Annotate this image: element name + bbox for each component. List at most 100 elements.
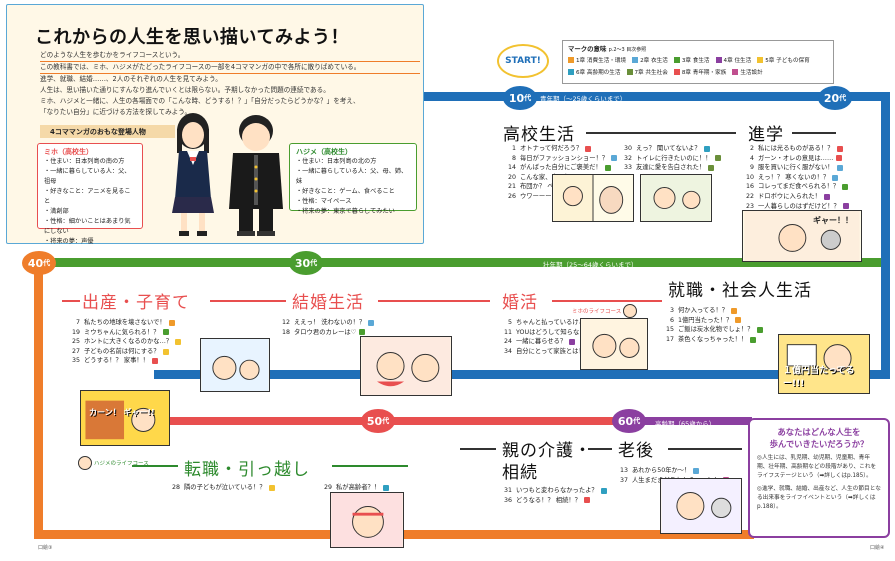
legend-item: 1章 消費生活・環境: [568, 56, 626, 64]
event-title: コレってまだ食べられる！？: [758, 183, 840, 191]
character-miho-detail: ・満創部: [44, 208, 69, 215]
event-number: 30: [623, 145, 632, 152]
legend-item: 6章 高齢期の生活: [568, 68, 621, 76]
event-number: 1: [511, 145, 516, 152]
timeline-band-adult-top: [34, 258, 890, 267]
timeline-band-orange-left: [34, 258, 43, 538]
legend-swatch: [673, 69, 680, 75]
legend-label: 8章 青年期・家族: [681, 70, 727, 76]
chapter-tag-icon: [611, 155, 618, 162]
event-title: ドロボウに入られた！: [758, 192, 821, 200]
intro-panel: これからの人生を思い描いてみよう！ どのような人生を歩むかをライフコースという。…: [6, 4, 424, 245]
footer-right: 口絵④: [870, 545, 885, 551]
legend-swatch: [757, 57, 764, 63]
arrow-highschool-advance: [586, 132, 736, 134]
comic-shout-child: カーン！ ギャー!!: [89, 408, 155, 417]
chapter-tag-icon: [756, 326, 763, 333]
event-number: 3: [669, 307, 674, 314]
event-title: 1億円当たった！？: [678, 316, 733, 324]
event-number: 12: [281, 319, 290, 326]
footer-left: 口絵③: [38, 545, 53, 551]
event-title: ホントに大きくなるのかな…？: [84, 338, 173, 346]
hajime-course-tag: ハジメのライフコース: [78, 456, 149, 470]
chapter-tag-icon: [600, 487, 607, 494]
chapter-tag-icon: [162, 329, 169, 336]
event-number: 32: [623, 154, 632, 162]
comic-panel-highschool: [552, 174, 634, 222]
event-number: 27: [71, 347, 80, 355]
event-number: 11: [503, 328, 512, 336]
legend-label: 4章 住生活: [723, 58, 752, 64]
event-number: 16: [745, 183, 754, 191]
character-miho-detail: ・将来の夢：声優: [44, 238, 94, 245]
character-hajime-detail: ・一緒に暮らしている人：父、母、姉、妹: [296, 168, 408, 185]
legend-label: 3章 食生活: [681, 58, 710, 64]
question-title-2: 歩んでいきたいだろうか？: [769, 439, 869, 449]
legend-swatch: [732, 69, 739, 75]
comic-panel-marriage-start: [580, 318, 648, 370]
character-hajime-detail: ・将来の夢：東京で暮らしてみたい: [296, 208, 395, 215]
event-number: 21: [507, 183, 516, 191]
chapter-tag-icon: [714, 155, 721, 162]
arrow-to-care: [460, 448, 496, 450]
chapter-tag-icon: [693, 467, 700, 474]
character-miho-detail: ・住まい：日本列島の南の方: [44, 158, 125, 165]
legend-swatch: [568, 57, 574, 63]
legend-item: 4章 住生活: [715, 56, 752, 64]
event-number: 34: [503, 347, 512, 355]
chapter-tag-icon: [162, 348, 169, 355]
miho-course-tag: ミホのライフコース: [572, 304, 638, 318]
stage-highschool: 高校生活: [503, 125, 575, 145]
miho-illustration: [172, 113, 214, 236]
timeline-band-youth: [424, 92, 890, 101]
question-box: あなたはどんな人生を 歩んでいきたいだろうか？ ◎人生には、乳児期、幼児期、児童…: [748, 418, 890, 538]
event-number: 28: [171, 484, 180, 491]
comic-panel-advance: [640, 174, 712, 222]
comic-shout-work: １億円当たってるー!!!: [783, 366, 855, 389]
chapter-tag-icon: [569, 338, 576, 345]
legend-swatch: [673, 57, 680, 63]
timeline-band-elder: [624, 417, 752, 425]
hajime-illustration: [229, 115, 283, 236]
arrow-marriagestart-marriage: [378, 300, 490, 302]
event-title: ガーン・オレの意見は……: [758, 154, 834, 162]
chapter-tag-icon: [832, 174, 839, 181]
event-item: 16 コレってまだ食べられる！？: [740, 182, 849, 192]
event-number: 2: [749, 145, 754, 152]
question-para-1: ◎人生には、乳児期、幼児期、児童期、青年期、壮年期、高齢期などの段階があり、これ…: [757, 455, 877, 479]
chapter-tag-icon: [836, 145, 843, 152]
event-title: タロウ君のカレーは♡: [294, 328, 357, 336]
event-title: えっ？ 聞いてないよ？: [636, 145, 701, 152]
event-number: 24: [503, 338, 512, 346]
start-badge: START!: [497, 44, 549, 78]
question-para-2: ◎進学、就職、結婚、出産など、人生の節目となる出来事をライフイベントという（➡詳…: [757, 486, 881, 510]
period-adult-label: 壮年期（25～64歳くらいまで）: [543, 261, 638, 269]
event-number: 10: [745, 173, 754, 181]
intro-line: この教科書では、ミホ、ハジメがたどったライフコースの一部を4コママンガの中で各所…: [40, 62, 420, 74]
characters-heading: 4コママンガのおもな登場人物: [40, 125, 175, 138]
event-title: 自分にとって家族とは！？: [516, 347, 592, 355]
event-title: いつもと変わらなかったよ？: [516, 487, 598, 494]
legend-label: 1章 消費生活・環境: [576, 58, 627, 64]
comic-panel-childbirth: [200, 338, 270, 392]
stage-marriage: 結婚生活: [292, 293, 364, 313]
stage-work: 就職・社会人生活: [668, 281, 812, 301]
legend-item: 2章 衣生活: [632, 56, 668, 64]
event-number: 22: [745, 192, 754, 200]
event-title: 友達に愛を告白された！: [636, 164, 706, 172]
event-item: 22 ドロボウに入られた！: [740, 192, 849, 202]
event-number: 8: [511, 154, 516, 162]
legend-swatch: [568, 69, 574, 75]
event-title: 服を買いに行く服がない！: [758, 164, 834, 172]
